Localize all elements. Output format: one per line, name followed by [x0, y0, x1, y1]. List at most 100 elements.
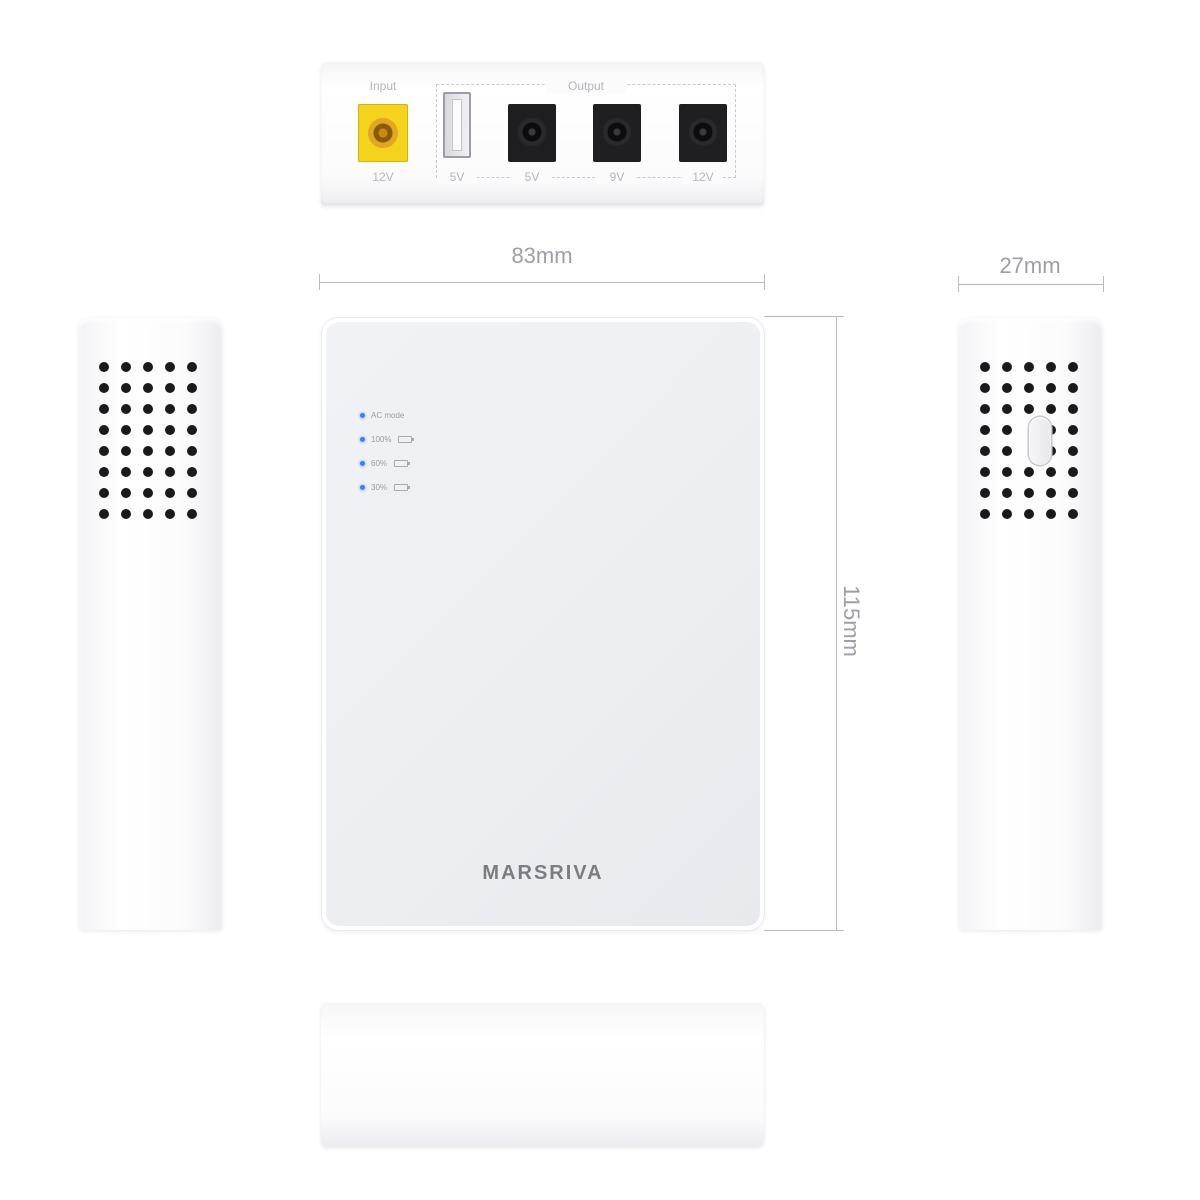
width-dimension-line: [319, 282, 764, 283]
vent-hole: [121, 404, 131, 414]
vent-hole: [143, 362, 153, 372]
top-view-ports-panel: Input Output 12V 5V 5V 9V 12V: [321, 62, 764, 205]
usb-a-port[interactable]: [443, 92, 471, 158]
indicator-label: 100%: [371, 434, 392, 444]
indicator-label: 60%: [371, 458, 388, 468]
vent-hole: [143, 509, 153, 519]
vent-hole: [187, 488, 197, 498]
vent-hole: [165, 446, 175, 456]
depth-dimension-tick-left: [958, 276, 959, 292]
vent-hole: [165, 362, 175, 372]
front-view-panel: AC mode 100% 60% 30% MARSRIVA: [322, 318, 764, 930]
vent-hole: [121, 383, 131, 393]
width-dimension-label: 83mm: [511, 243, 573, 268]
width-dimension-tick-left: [319, 274, 320, 290]
vent-hole: [980, 404, 990, 414]
vent-grid-left: [99, 362, 197, 519]
dc-input-port[interactable]: [358, 104, 408, 162]
power-button[interactable]: [1029, 417, 1051, 465]
vent-hole: [980, 362, 990, 372]
vent-hole: [1068, 425, 1078, 435]
vent-hole: [1024, 488, 1034, 498]
battery-icon: [398, 435, 415, 443]
right-side-view-panel: [959, 318, 1102, 930]
vent-hole: [99, 467, 109, 477]
vent-hole: [165, 404, 175, 414]
vent-hole: [99, 488, 109, 498]
vent-hole: [121, 488, 131, 498]
vent-hole: [1046, 362, 1056, 372]
vent-hole: [1002, 446, 1012, 456]
vent-hole: [99, 404, 109, 414]
vent-hole: [187, 425, 197, 435]
vent-hole: [99, 446, 109, 456]
vent-hole: [99, 509, 109, 519]
width-dimension-tick-right: [764, 274, 765, 290]
vent-hole: [1046, 404, 1056, 414]
vent-hole: [99, 425, 109, 435]
vent-hole: [143, 488, 153, 498]
depth-dimension-tick-right: [1103, 276, 1104, 292]
vent-hole: [121, 509, 131, 519]
depth-dimension-label: 27mm: [999, 253, 1061, 278]
vent-hole: [165, 425, 175, 435]
vent-hole: [1002, 488, 1012, 498]
height-dimension-tick-top: [764, 316, 844, 317]
depth-dimension-line: [958, 284, 1103, 285]
vent-hole: [1068, 362, 1078, 372]
vent-hole: [1068, 446, 1078, 456]
indicator-ac-mode: AC mode: [360, 408, 404, 422]
dc-output-port-9v[interactable]: [593, 104, 641, 162]
vent-hole: [187, 467, 197, 477]
vent-hole: [143, 404, 153, 414]
vent-hole: [143, 446, 153, 456]
vent-hole: [1068, 404, 1078, 414]
dc-output-port-12v[interactable]: [679, 104, 727, 162]
led-dot-icon: [360, 460, 365, 466]
vent-hole: [1024, 404, 1034, 414]
vent-hole: [143, 425, 153, 435]
vent-hole: [121, 362, 131, 372]
vent-hole: [1024, 467, 1034, 477]
dc-output-port-5v[interactable]: [508, 104, 556, 162]
indicator-label: AC mode: [371, 410, 405, 420]
vent-hole: [1046, 488, 1056, 498]
vent-hole: [980, 383, 990, 393]
indicator-label: 30%: [371, 482, 388, 492]
vent-hole: [1046, 425, 1056, 435]
vent-hole: [187, 383, 197, 393]
indicator-60: 60%: [360, 456, 411, 470]
vent-hole: [187, 362, 197, 372]
vent-hole: [1068, 383, 1078, 393]
vent-hole: [980, 488, 990, 498]
vent-hole: [143, 383, 153, 393]
vent-hole: [121, 446, 131, 456]
vent-hole: [165, 383, 175, 393]
vent-hole: [165, 488, 175, 498]
vent-hole: [1046, 446, 1056, 456]
vent-hole: [121, 425, 131, 435]
dc-output-5v-label: 5V: [512, 170, 552, 184]
vent-hole: [1024, 362, 1034, 372]
vent-hole: [1046, 383, 1056, 393]
output-label: Output: [546, 79, 626, 93]
indicator-100: 100%: [360, 432, 415, 446]
vent-hole: [99, 383, 109, 393]
vent-hole: [1002, 383, 1012, 393]
vent-hole: [1068, 488, 1078, 498]
led-dot-icon: [360, 436, 365, 442]
vent-hole: [121, 467, 131, 477]
vent-hole: [1002, 467, 1012, 477]
vent-hole: [187, 404, 197, 414]
dc-output-9v-label: 9V: [597, 170, 637, 184]
vent-hole: [1068, 467, 1078, 477]
indicator-30: 30%: [360, 480, 411, 494]
vent-hole: [187, 509, 197, 519]
vent-hole: [1068, 509, 1078, 519]
height-dimension-line: [836, 316, 837, 930]
vent-hole: [1024, 509, 1034, 519]
brand-logo: MARSRIVA: [482, 862, 604, 884]
vent-hole: [980, 446, 990, 456]
front-face: AC mode 100% 60% 30% MARSRIVA: [326, 322, 760, 926]
vent-hole: [1046, 509, 1056, 519]
